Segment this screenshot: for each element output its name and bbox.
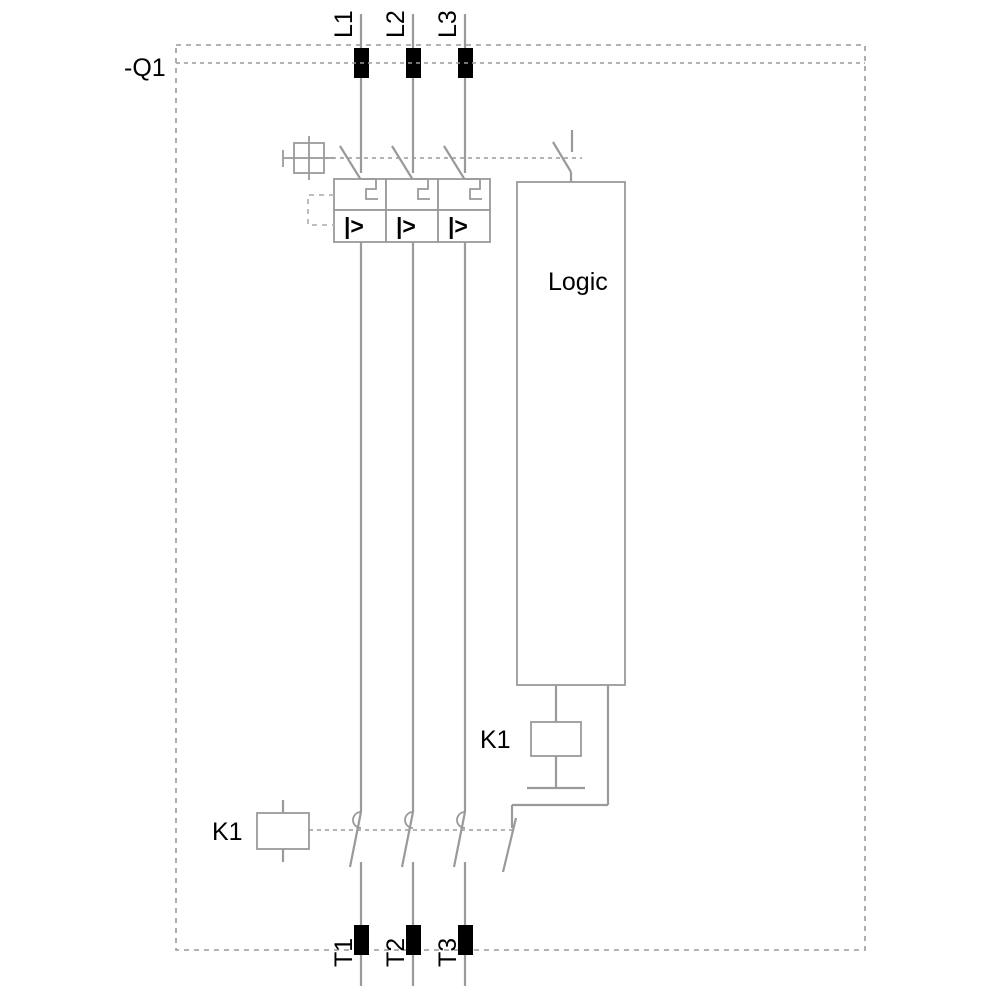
coil-lower-label: K1 <box>212 818 243 846</box>
aux-contact-blade <box>501 817 518 873</box>
terminal-block-l2 <box>406 48 421 78</box>
breaker-blade-pole2 <box>391 145 414 181</box>
breaker-blade-pole1 <box>339 145 362 181</box>
logic-block <box>516 181 626 686</box>
overload-glyph-pole1: |> <box>344 213 364 239</box>
enclosure-label-q1: -Q1 <box>124 54 166 82</box>
terminal-block-t2 <box>406 925 421 955</box>
main-contact-blade-1 <box>348 811 363 868</box>
coil-lower-k1 <box>256 812 310 850</box>
breaker-pole3-upper <box>437 178 491 211</box>
mechanical-link-bracket <box>307 194 334 226</box>
main-contact-blade-3 <box>452 811 467 868</box>
logic-block-label: Logic <box>548 268 608 296</box>
logic-contact-blade <box>552 141 572 173</box>
terminal-block-t1 <box>354 925 369 955</box>
overload-glyph-pole3: |> <box>448 213 468 239</box>
label-t3: T3 <box>434 938 462 967</box>
terminal-block-t3 <box>458 925 473 955</box>
breaker-latch-pole3 <box>465 178 482 200</box>
breaker-pole1-upper <box>333 178 387 211</box>
label-l3: L3 <box>434 10 462 38</box>
breaker-latch-pole1 <box>361 178 378 200</box>
breaker-blade-pole3 <box>443 145 466 181</box>
label-l2: L2 <box>382 10 410 38</box>
enclosure-q1 <box>175 44 866 951</box>
main-contact-blade-2 <box>400 811 415 868</box>
label-t2: T2 <box>382 938 410 967</box>
breaker-pole2-upper <box>385 178 439 211</box>
coil-upper-label: K1 <box>480 726 511 754</box>
label-l1: L1 <box>330 10 358 38</box>
overload-glyph-pole2: |> <box>396 213 416 239</box>
label-t1: T1 <box>330 938 358 967</box>
main-contact-arc-1 <box>352 811 362 829</box>
main-contact-arc-3 <box>456 811 466 829</box>
coil-upper-k1 <box>530 721 582 757</box>
main-contact-arc-2 <box>404 811 414 829</box>
breaker-latch-pole2 <box>413 178 430 200</box>
